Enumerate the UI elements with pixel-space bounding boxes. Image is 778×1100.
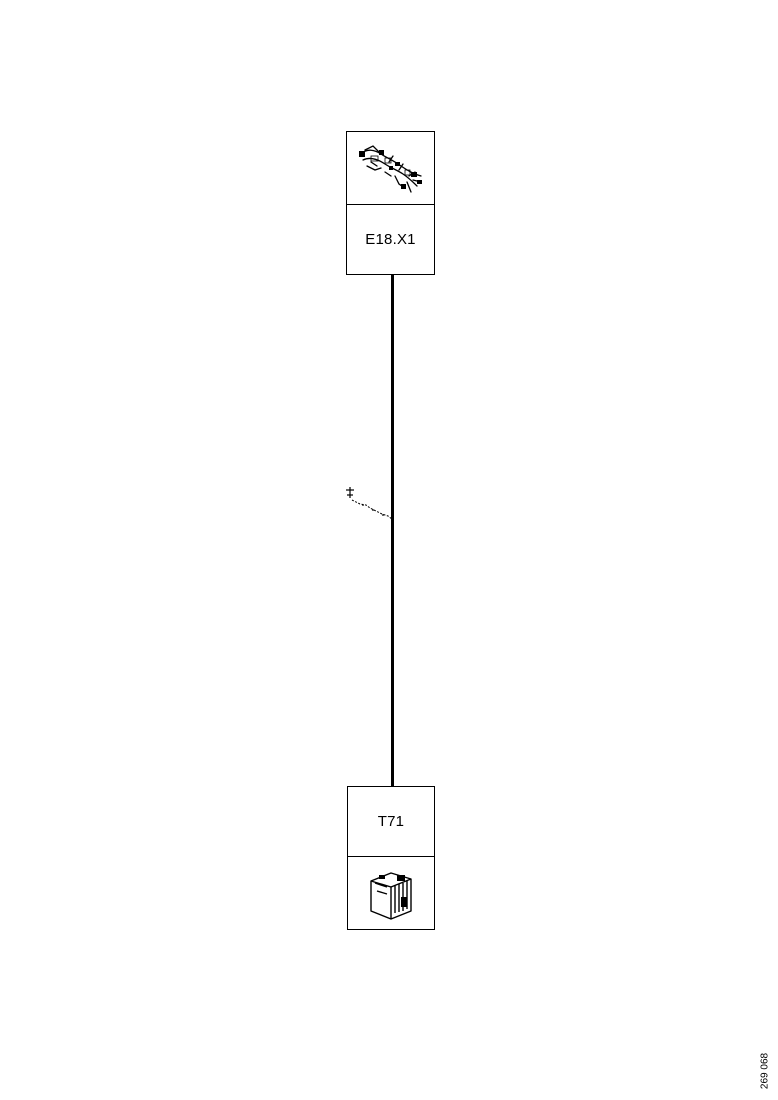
bottom-component-box: T71: [347, 786, 435, 930]
top-component-box: E18.X1: [346, 131, 435, 275]
wire-line: [391, 275, 394, 786]
bottom-component-picture: [348, 857, 434, 929]
reference-code: 269 068: [754, 1046, 776, 1096]
bottom-component-label: T71: [377, 813, 405, 830]
top-component-label: E18.X1: [365, 231, 416, 248]
wiring-harness-connector-icon: [358, 145, 422, 193]
reference-code-text: 269 068: [759, 1052, 771, 1090]
wire-marker-icon: [346, 487, 393, 520]
control-unit-icon: [370, 872, 412, 920]
top-component-label-cell: E18.X1: [347, 205, 434, 274]
top-component-picture: [347, 132, 434, 205]
bottom-component-label-cell: T71: [348, 787, 434, 857]
